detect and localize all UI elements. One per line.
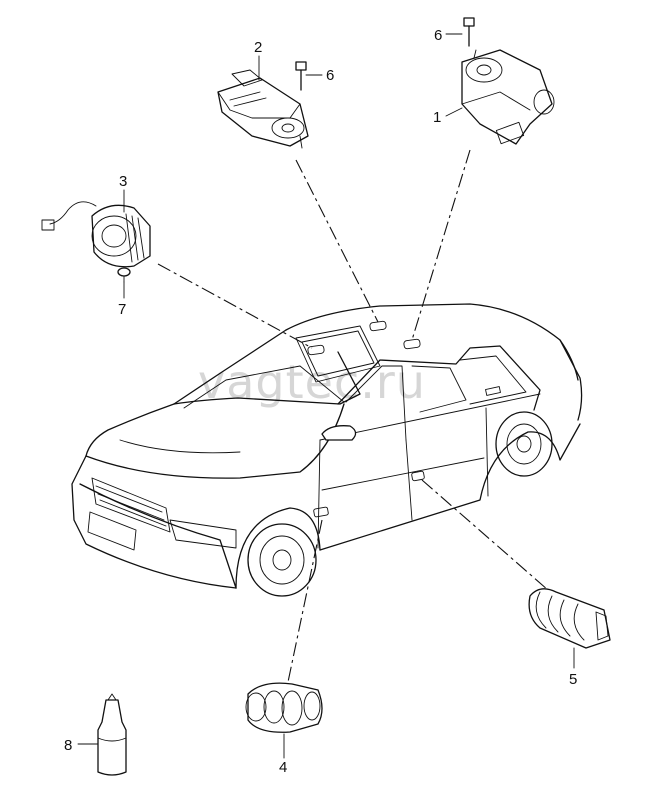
screw-part-6-a — [295, 61, 307, 91]
blower-motor-part-3 — [41, 201, 151, 268]
sunroof-motor-part-2 — [217, 69, 309, 149]
callout-6-top-right: 6 — [434, 27, 442, 44]
sealant-bottle-part-8 — [97, 693, 127, 776]
screw-part-7 — [117, 267, 131, 283]
mount-point-marks — [307, 320, 425, 518]
grommet-part-5 — [528, 588, 611, 649]
leader-lines — [157, 149, 549, 683]
callout-6-left: 6 — [326, 67, 334, 84]
car-body — [71, 303, 583, 597]
callout-2: 2 — [254, 39, 262, 56]
screw-part-6-b — [463, 17, 475, 47]
callout-leaders — [77, 33, 575, 759]
callout-4: 4 — [279, 759, 287, 776]
callout-8: 8 — [64, 737, 72, 754]
callout-5: 5 — [569, 671, 577, 688]
grommet-part-4 — [245, 682, 323, 733]
callout-7: 7 — [118, 301, 126, 318]
callout-3: 3 — [119, 173, 127, 190]
watermark-text: vagtec.ru — [198, 355, 426, 409]
callout-1: 1 — [433, 109, 441, 126]
sunroof-motor-part-1 — [461, 49, 555, 145]
